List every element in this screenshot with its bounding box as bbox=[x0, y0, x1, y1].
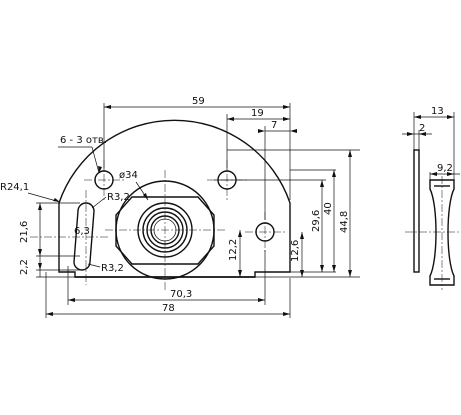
dim-2-2: 2,2 bbox=[19, 259, 30, 275]
front-view: 59 19 7 6 - 3 отв. ø34 R24,1 R3,2 6,3 R3… bbox=[0, 96, 360, 318]
dim-19: 19 bbox=[251, 108, 264, 119]
dim-29-6: 29,6 bbox=[311, 210, 322, 232]
dim-r3-2-bottom: R3,2 bbox=[101, 263, 124, 274]
label-holes: 6 - 3 отв. bbox=[60, 135, 107, 146]
dim-40: 40 bbox=[323, 202, 334, 215]
side-view: 13 2 9,2 bbox=[402, 106, 460, 290]
roller-wheel bbox=[429, 179, 455, 286]
dim-21-6: 21,6 bbox=[19, 221, 30, 243]
dim-r24-1: R24,1 bbox=[0, 182, 29, 193]
plate-edge bbox=[413, 149, 420, 273]
dim-12-2: 12,2 bbox=[228, 239, 239, 261]
dim-7: 7 bbox=[271, 120, 277, 131]
dim-diameter-34: ø34 bbox=[119, 170, 138, 181]
dim-6-3: 6,3 bbox=[74, 226, 90, 237]
dim-2: 2 bbox=[419, 123, 425, 134]
dim-r3-2-top: R3,2 bbox=[107, 192, 130, 203]
bracket-plate-outline bbox=[58, 119, 291, 278]
dim-70-3: 70,3 bbox=[170, 289, 192, 300]
dim-44-8: 44,8 bbox=[339, 211, 350, 233]
dim-9-2: 9,2 bbox=[437, 163, 453, 174]
dim-59: 59 bbox=[192, 96, 205, 107]
dim-78: 78 bbox=[162, 303, 175, 314]
dim-12-6: 12,6 bbox=[290, 240, 301, 262]
dim-13: 13 bbox=[431, 106, 444, 117]
